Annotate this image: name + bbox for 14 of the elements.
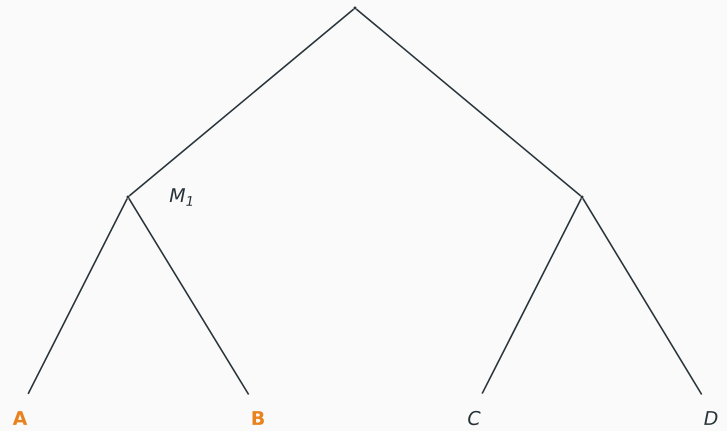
node-label: M$_{1}$ [170,188,192,206]
tree-branch [356,8,582,197]
leaf-label: D [704,411,718,425]
branch-point [580,196,584,198]
tree-branch [128,8,354,197]
leaf-label: C [468,410,481,426]
branch-point [354,6,356,10]
tree-branch [582,198,702,395]
branch-point [126,196,130,198]
tree-branch [481,198,582,394]
tree-branch [128,198,250,395]
tree-branch [27,198,128,394]
leaf-label: B [252,411,264,425]
leaf-label: A [12,411,28,425]
